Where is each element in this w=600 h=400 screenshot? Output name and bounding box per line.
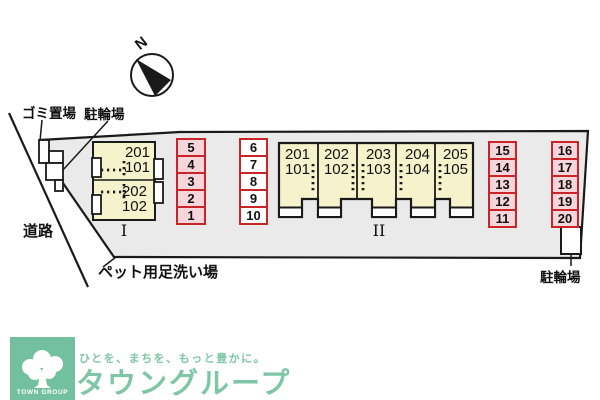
garbage-and-bicycle-boxes [38, 139, 64, 192]
unit-number-label: 203 [365, 146, 391, 163]
parking-space: 14 [488, 158, 517, 177]
parking-column-16-20: 16 17 18 19 20 [551, 141, 579, 228]
logo-brand-name: タウングループ [76, 368, 292, 400]
parking-column-1-5: 5 4 3 2 1 [176, 138, 206, 225]
unit-number-label: 204 [404, 146, 430, 163]
parking-space: 6 [239, 138, 268, 157]
parking-space: 20 [551, 209, 579, 228]
unit-number-label: 102 [121, 198, 147, 215]
label-road: 道路 [23, 223, 54, 240]
unit-number-label: 202 [121, 183, 147, 200]
parking-space: 16 [551, 141, 579, 160]
label-bicycle-parking-top: 駐輪場 [84, 107, 125, 122]
building-1-entrance-notch [91, 194, 102, 215]
unit-number-label: 202 [323, 146, 349, 163]
building-1-entrance-notch [91, 157, 102, 178]
bicycle-top-leader-line [61, 120, 109, 172]
parking-space: 10 [239, 206, 268, 225]
logo-tagline: ひとを、まちを、もっと豊かに。 [79, 353, 267, 365]
parking-column-6-10: 6 7 8 9 10 [239, 138, 268, 225]
building-1 [91, 141, 164, 221]
unit-number-label: 103 [365, 161, 391, 178]
parking-space: 13 [488, 175, 517, 194]
tree-icon [21, 350, 63, 388]
label-garbage-area: ゴミ置場 [22, 106, 76, 121]
logo-caption: TOWN GROUP [16, 389, 69, 396]
road-edge-line [7, 112, 90, 288]
parking-space: 1 [176, 206, 206, 225]
building-1-balcony [153, 158, 164, 180]
building-1-name: I [120, 221, 128, 240]
building-2 [277, 141, 475, 219]
unit-number-label: 105 [442, 161, 468, 178]
unit-number-label: 205 [442, 146, 468, 163]
unit-number-label: 101 [284, 161, 310, 178]
building-1-balcony [153, 181, 164, 204]
label-bicycle-parking-bottom: 駐輪場 [540, 270, 581, 285]
parking-column-11-15: 15 14 13 12 11 [488, 141, 517, 228]
unit-number-label: 102 [323, 161, 349, 178]
parking-space: 11 [488, 209, 517, 228]
building-2-name: II [372, 221, 386, 240]
unit-number-label: 101 [124, 159, 150, 176]
building-2-porches [278, 206, 474, 218]
unit-number-label: 201 [124, 144, 150, 161]
label-pet-foot-washing: ペット用足洗い場 [98, 264, 219, 281]
unit-number-label: 201 [284, 146, 310, 163]
town-group-logo: TOWN GROUP [10, 337, 75, 400]
north-compass-icon [130, 53, 174, 97]
garbage-leader-line [39, 119, 43, 142]
building-1-stair-dots [101, 161, 126, 200]
unit-number-label: 104 [404, 161, 430, 178]
pet-wash-leader-line [102, 256, 117, 268]
bicycle-parking-box [560, 226, 582, 255]
parking-space: 19 [551, 192, 579, 211]
building-2-stair-dots [311, 164, 442, 194]
